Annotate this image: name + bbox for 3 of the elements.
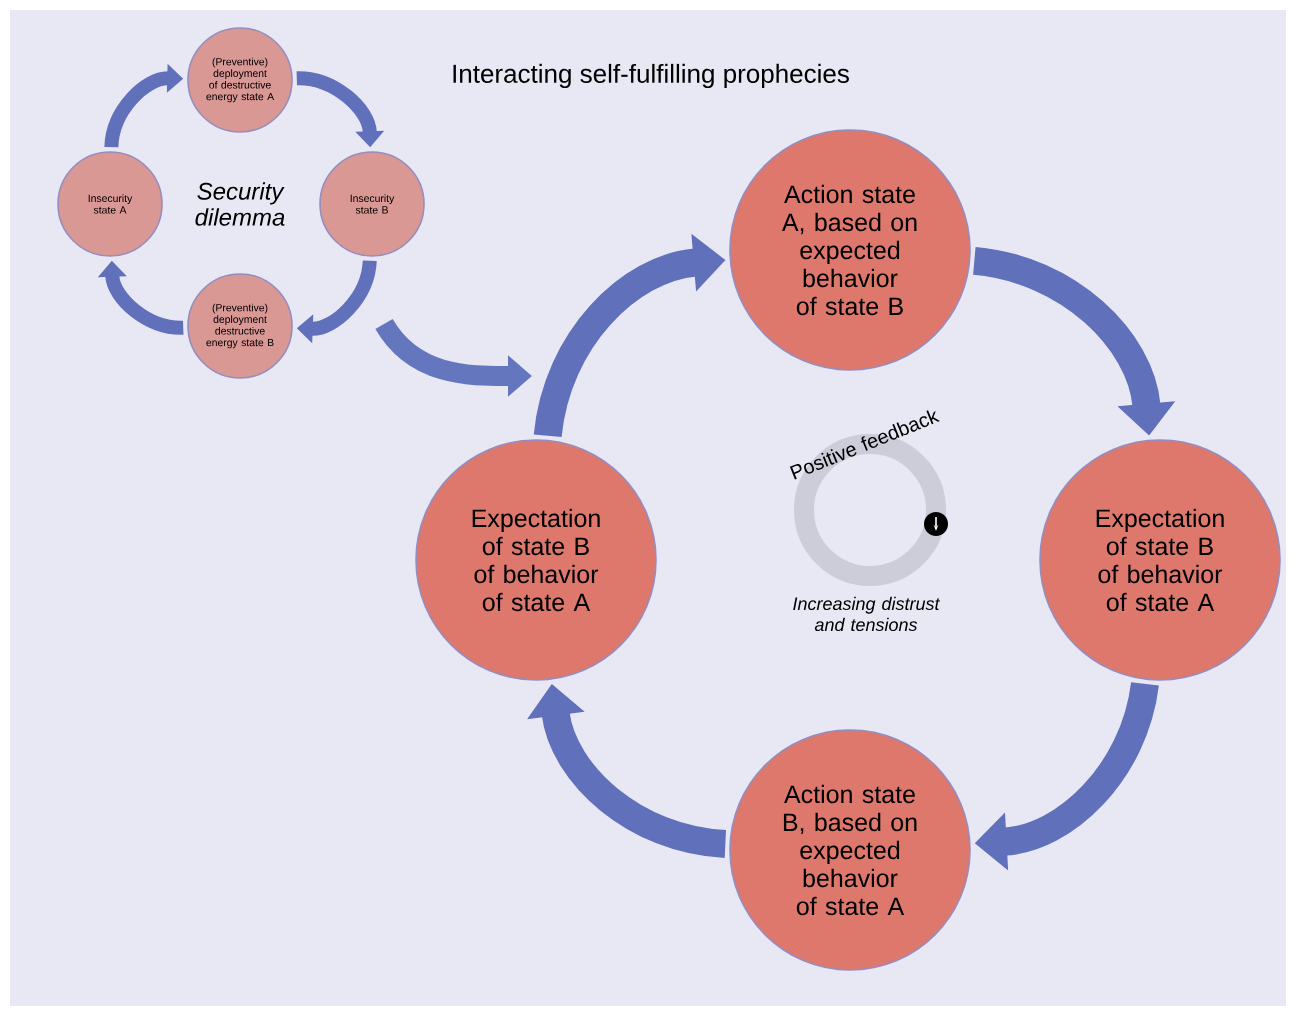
cycle-title: Security dilemma bbox=[195, 182, 285, 226]
caption: Increasing distrust and tensions bbox=[793, 596, 941, 632]
title: Interacting self-fulfilling prophecies bbox=[453, 63, 849, 89]
